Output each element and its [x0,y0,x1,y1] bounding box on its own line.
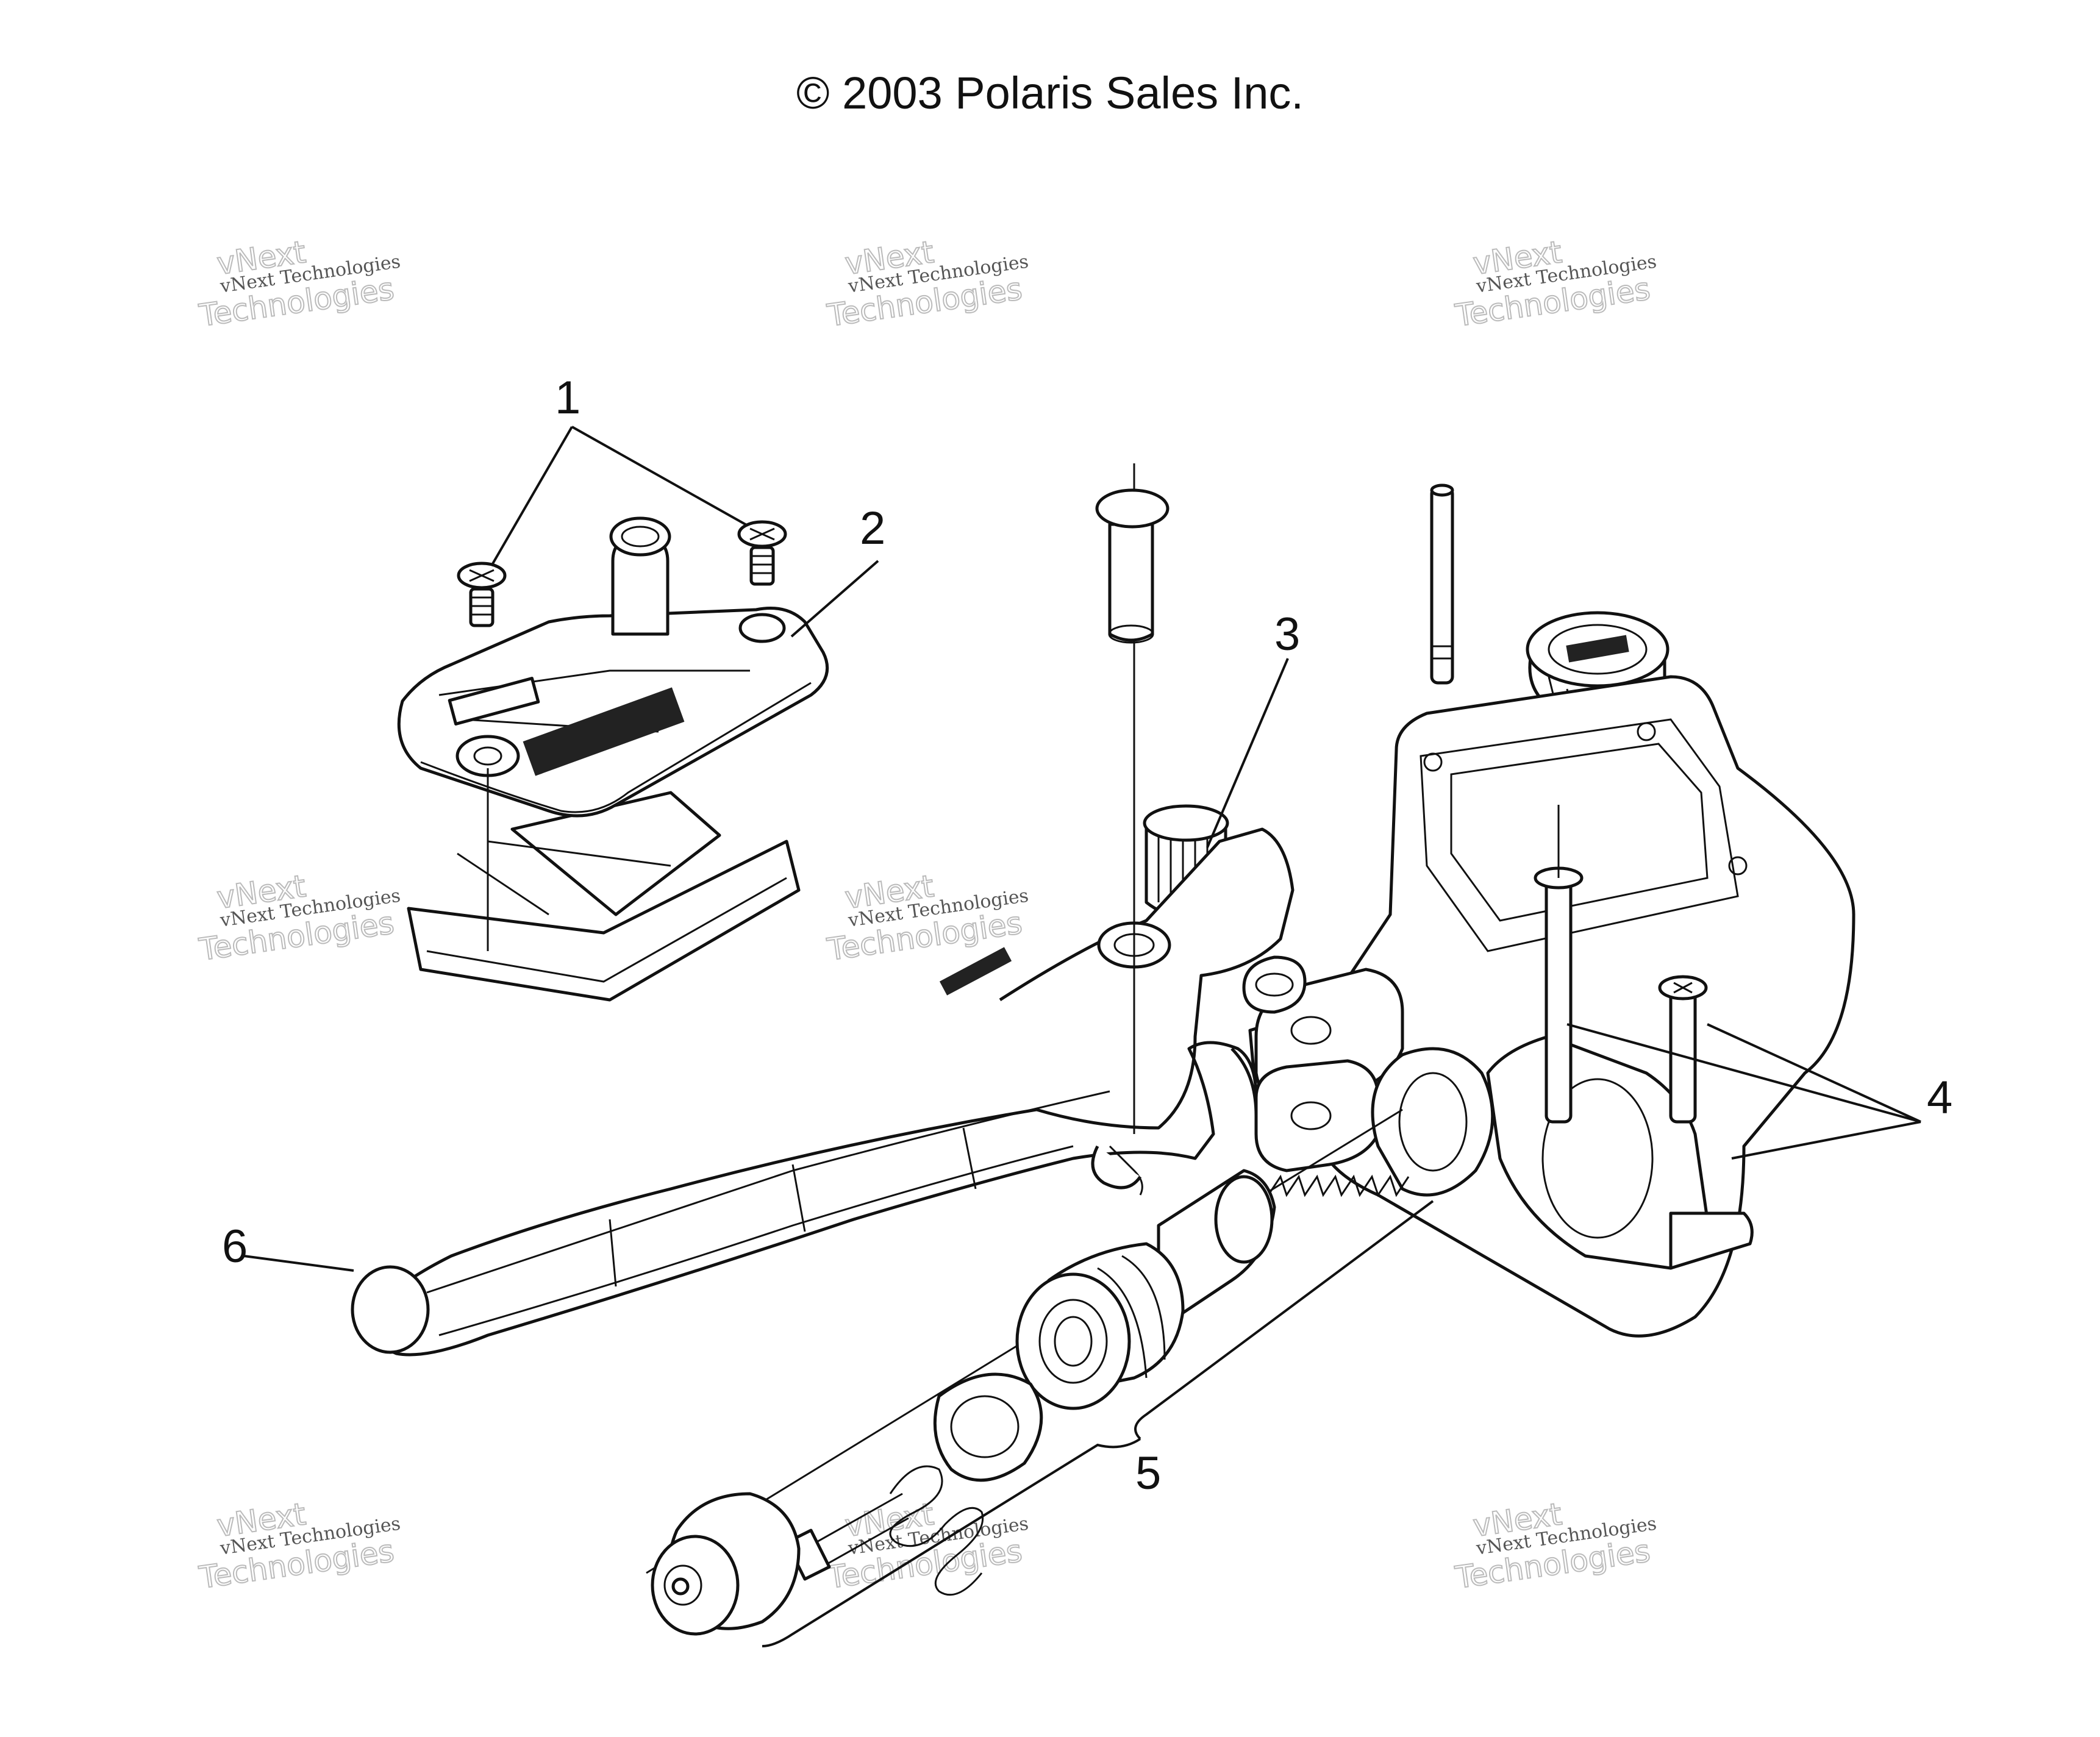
watermark-tile: vNext vNext Technologies Technologies [196,234,402,334]
callout-1: 1 [555,372,580,424]
callout-2: 2 [860,502,885,554]
piston-assembly [646,1108,1410,1636]
callout-labels: 1 2 3 4 5 6 [222,372,1952,1499]
watermark-tile: vNext vNext Technologies Technologies [1452,234,1658,334]
pivot-pin [1095,463,1170,799]
watermark-tile: vNext vNext Technologies Technologies [824,1496,1030,1596]
watermark-tile: vNext vNext Technologies Technologies [196,1496,402,1596]
brake-lever [351,799,1307,1357]
copyright-notice: © 2003 Polaris Sales Inc. [796,68,1304,118]
long-pin [1430,483,1454,685]
leader-lines [243,426,1921,1647]
watermark-tile: vNext vNext Technologies Technologies [196,868,402,968]
watermark-tile: vNext vNext Technologies Technologies [824,234,1030,334]
cover-screws [457,520,787,627]
callout-4: 4 [1927,1072,1952,1124]
watermark-tile: vNext vNext Technologies Technologies [1452,1496,1658,1596]
screw-right [737,520,787,586]
screw-left [457,562,507,627]
callout-3: 3 [1274,608,1300,660]
callout-5: 5 [1135,1447,1161,1499]
reservoir-cover [397,516,829,1002]
master-cylinder-body [1248,675,1855,1338]
callout-6: 6 [222,1221,248,1272]
